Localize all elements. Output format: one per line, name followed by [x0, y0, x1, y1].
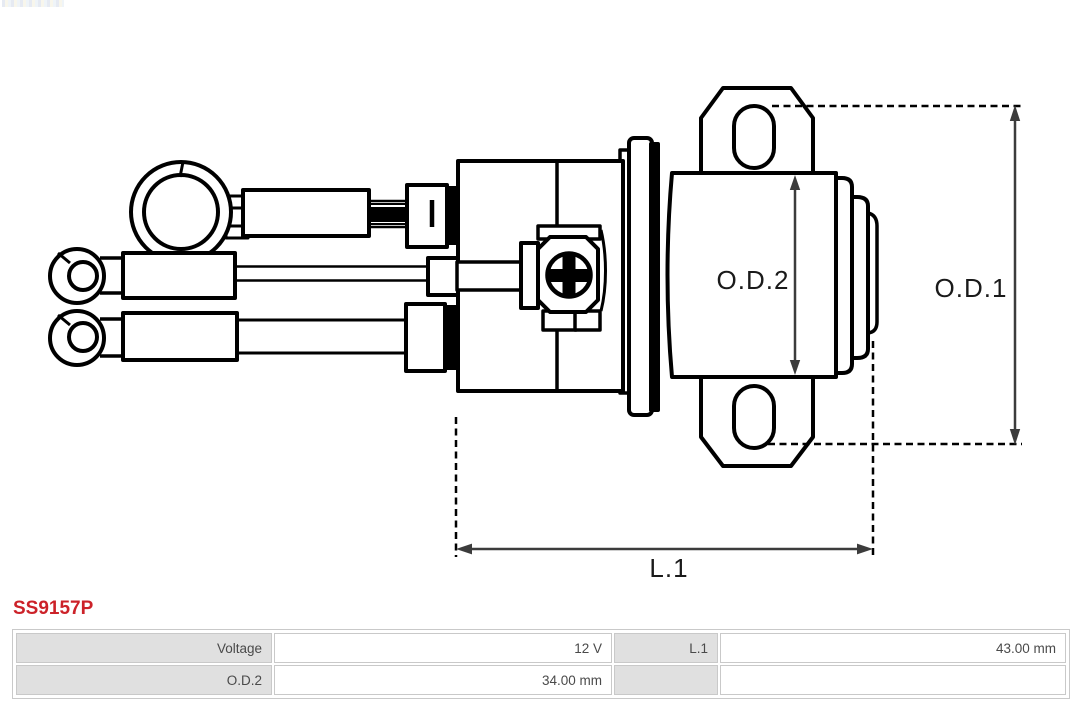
- spec-value-voltage: 12 V: [274, 633, 612, 663]
- cable-middle: [48, 247, 430, 305]
- spec-row-2: O.D.2 34.00 mm: [16, 665, 1066, 695]
- spec-label-l1: L.1: [614, 633, 718, 663]
- phillips-screw-icon: [545, 251, 593, 299]
- l1-label: L.1: [649, 553, 688, 583]
- spec-value-od2: 34.00 mm: [274, 665, 612, 695]
- mounting-flange: [627, 136, 660, 417]
- spec-row-1: Voltage 12 V L.1 43.00 mm: [16, 633, 1066, 663]
- ring-terminal-small-2: [48, 309, 106, 367]
- od1-label: O.D.1: [935, 273, 1008, 303]
- ring-terminal-large: [129, 160, 233, 264]
- spec-value-l1: 43.00 mm: [720, 633, 1066, 663]
- cable-top: [129, 160, 460, 264]
- cropped-watermark: [2, 0, 64, 7]
- dimension-l1: L.1: [456, 543, 873, 583]
- end-cap: [836, 176, 879, 375]
- spec-label-voltage: Voltage: [16, 633, 272, 663]
- spec-value-empty: [720, 665, 1066, 695]
- dimension-od1: O.D.1: [935, 105, 1021, 445]
- spec-table: Voltage 12 V L.1 43.00 mm O.D.2 34.00 mm: [12, 629, 1070, 699]
- spec-label-od2: O.D.2: [16, 665, 272, 695]
- leader-lines: [454, 104, 1022, 557]
- mounting-tab-bottom: [699, 375, 815, 468]
- solenoid-technical-drawing: O.D.2 O.D.1 L.1: [48, 86, 1022, 583]
- part-number: SS9157P: [13, 598, 94, 619]
- spec-label-empty: [614, 665, 718, 695]
- dimension-od2: O.D.2: [717, 175, 801, 375]
- ring-terminal-small-1: [48, 247, 106, 305]
- cable-bottom: [48, 302, 460, 373]
- od2-label: O.D.2: [717, 265, 790, 295]
- terminal-screw-mount: [426, 224, 607, 332]
- mounting-tab-top: [699, 86, 815, 175]
